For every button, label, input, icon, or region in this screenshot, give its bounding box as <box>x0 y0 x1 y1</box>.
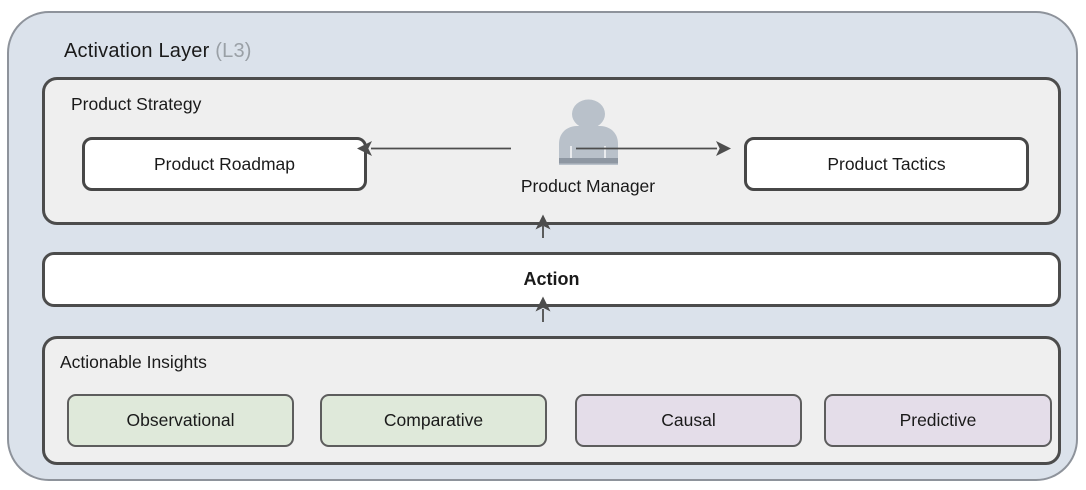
product-tactics-label: Product Tactics <box>827 153 946 174</box>
chip-observational: Observational <box>67 394 294 447</box>
chip-predictive-label: Predictive <box>899 410 977 430</box>
activation-layer-container: Activation Layer (L3) Product Strategy P… <box>7 11 1078 481</box>
chip-comparative: Comparative <box>320 394 547 447</box>
action-box: Action <box>42 252 1061 307</box>
product-strategy-label: Product Strategy <box>71 94 202 114</box>
product-manager-icon <box>557 99 620 165</box>
activation-layer-title-text: Activation Layer <box>64 40 210 62</box>
chip-causal-label: Causal <box>661 410 716 430</box>
product-manager-label: Product Manager <box>520 176 656 196</box>
action-label: Action <box>523 269 580 289</box>
chip-causal: Causal <box>575 394 802 447</box>
activation-layer-level-badge: (L3) <box>215 40 252 62</box>
chip-observational-label: Observational <box>126 410 235 430</box>
product-tactics-box: Product Tactics <box>744 137 1029 191</box>
product-roadmap-box: Product Roadmap <box>82 137 367 191</box>
chip-predictive: Predictive <box>824 394 1052 447</box>
product-roadmap-label: Product Roadmap <box>153 153 296 174</box>
chip-comparative-label: Comparative <box>383 410 484 430</box>
actionable-insights-label: Actionable Insights <box>60 352 207 372</box>
activation-layer-title: Activation Layer (L3) <box>64 40 252 63</box>
actionable-insights-section: Actionable Insights Observational Compar… <box>42 336 1061 465</box>
product-strategy-section: Product Strategy Product Roadmap Product… <box>42 77 1061 225</box>
